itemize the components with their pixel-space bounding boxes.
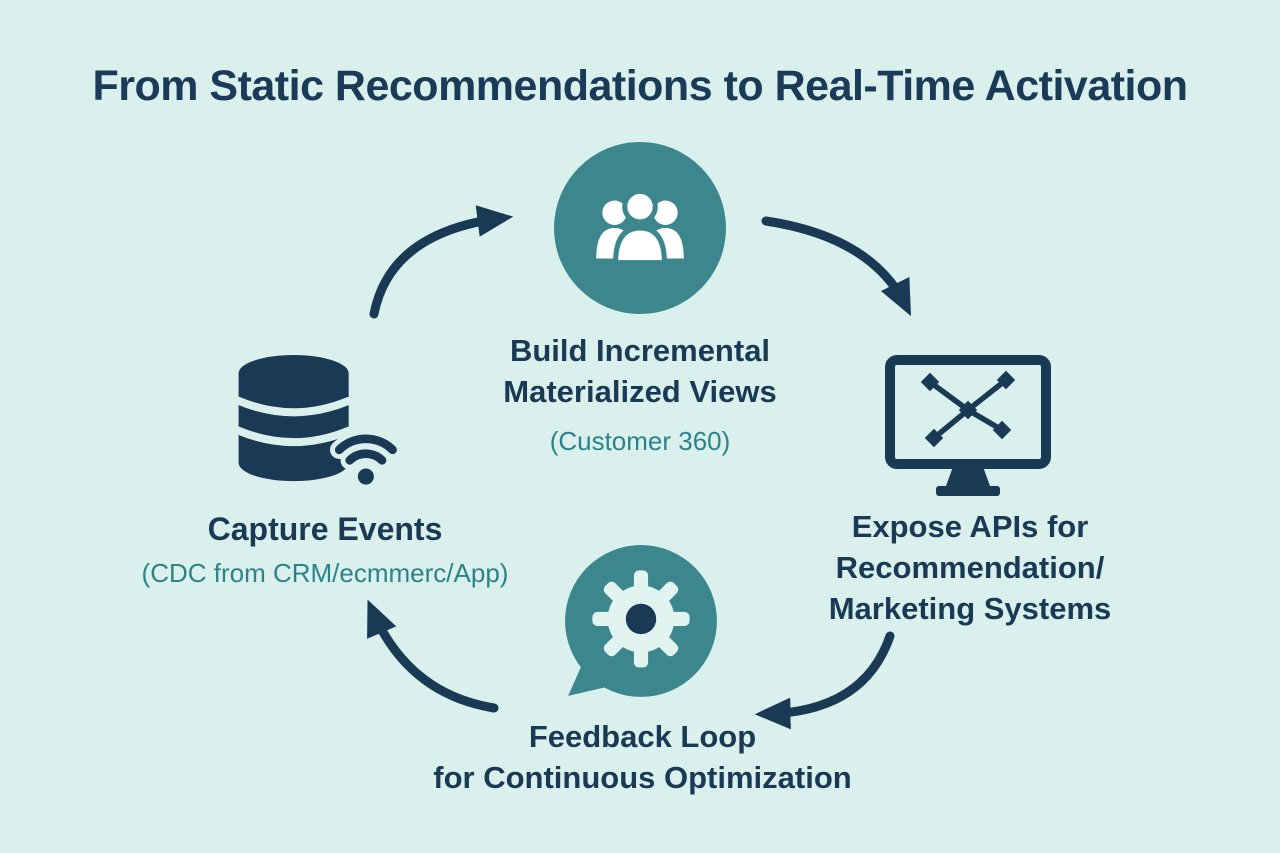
label-line: for Continuous Optimization [433, 760, 852, 795]
expose-apis-label: Expose APIs for Recommendation/ Marketin… [760, 506, 1180, 629]
arrow-feedback-to-capture [367, 599, 499, 713]
arrow-capture-to-build [369, 205, 514, 319]
people-group-glyph [596, 188, 684, 266]
diagram-title: From Static Recommendations to Real-Time… [92, 62, 1188, 110]
capture-events-sublabel: (CDC from CRM/ecmmerc/App) [141, 558, 509, 588]
people-group-icon [554, 142, 726, 314]
label-line: Materialized Views [503, 374, 777, 409]
arrow-expose-to-feedback [754, 631, 895, 730]
label-line: Feedback Loop [528, 719, 757, 754]
monitor-network-icon [885, 355, 1051, 496]
label-line: Capture Events [207, 511, 443, 547]
label-line: Expose APIs for [851, 509, 1089, 544]
capture-events-label: Capture Events (CDC from CRM/ecmmerc/App… [90, 508, 560, 590]
arrow-build-to-expose [761, 216, 912, 317]
build-views-sublabel: (Customer 360) [549, 426, 731, 456]
database-wifi-icon [234, 354, 402, 491]
label-line: Recommendation/ [835, 550, 1105, 585]
build-views-label: Build Incremental Materialized Views (Cu… [420, 330, 860, 458]
gear-chat-icon [565, 545, 717, 697]
label-line: Marketing Systems [828, 591, 1112, 626]
feedback-loop-label: Feedback Loop for Continuous Optimizatio… [370, 716, 915, 798]
label-line: Build Incremental [509, 333, 771, 368]
